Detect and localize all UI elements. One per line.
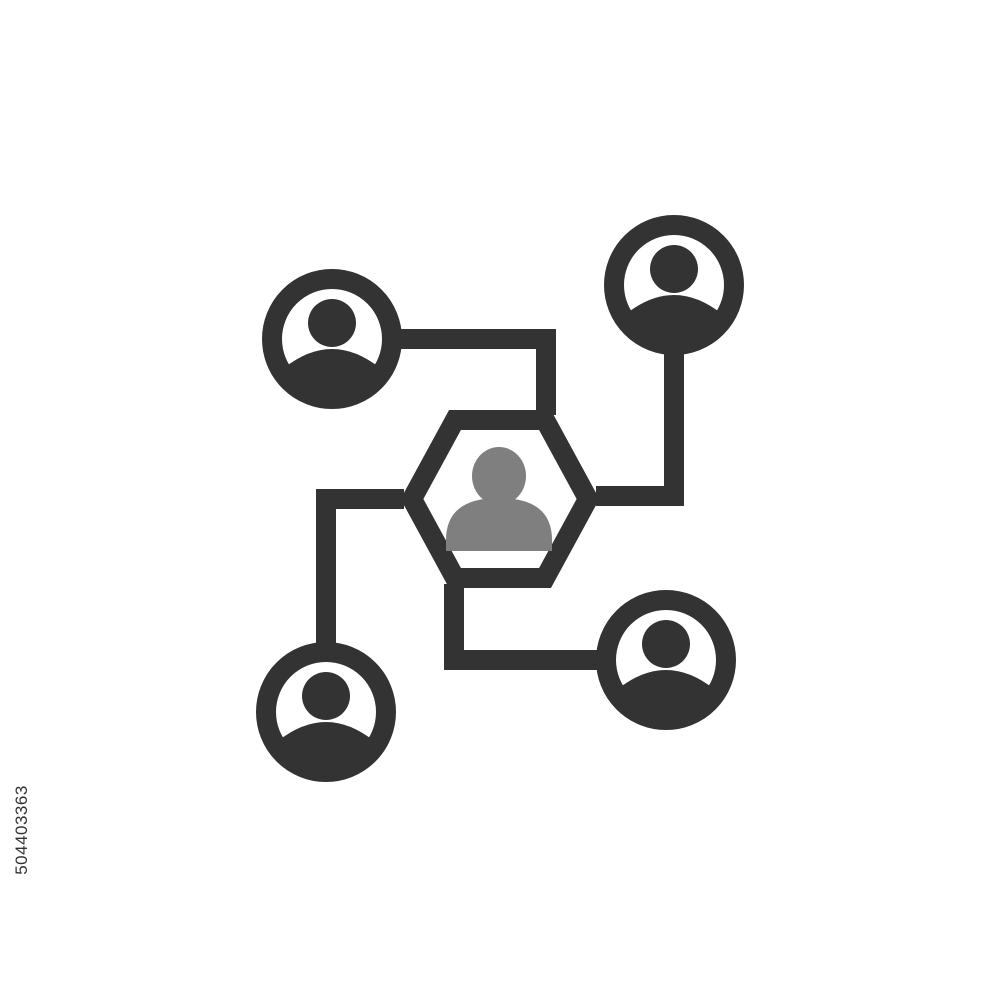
connector-top-left [400,329,556,415]
connector-lines [316,329,684,670]
user-node-bottom-right [596,590,736,730]
connector-bottom-left [316,489,404,643]
person-icon [446,447,552,551]
user-node-top-left [262,269,402,409]
user-node-bottom-left [256,642,396,782]
user-node-top-right [604,215,744,355]
stock-id-label: 504403363 [0,760,44,900]
connector-bottom-right [444,584,600,670]
connector-top-right [596,350,684,506]
stock-id-text: 504403363 [12,785,31,875]
center-hexagon [400,410,600,588]
